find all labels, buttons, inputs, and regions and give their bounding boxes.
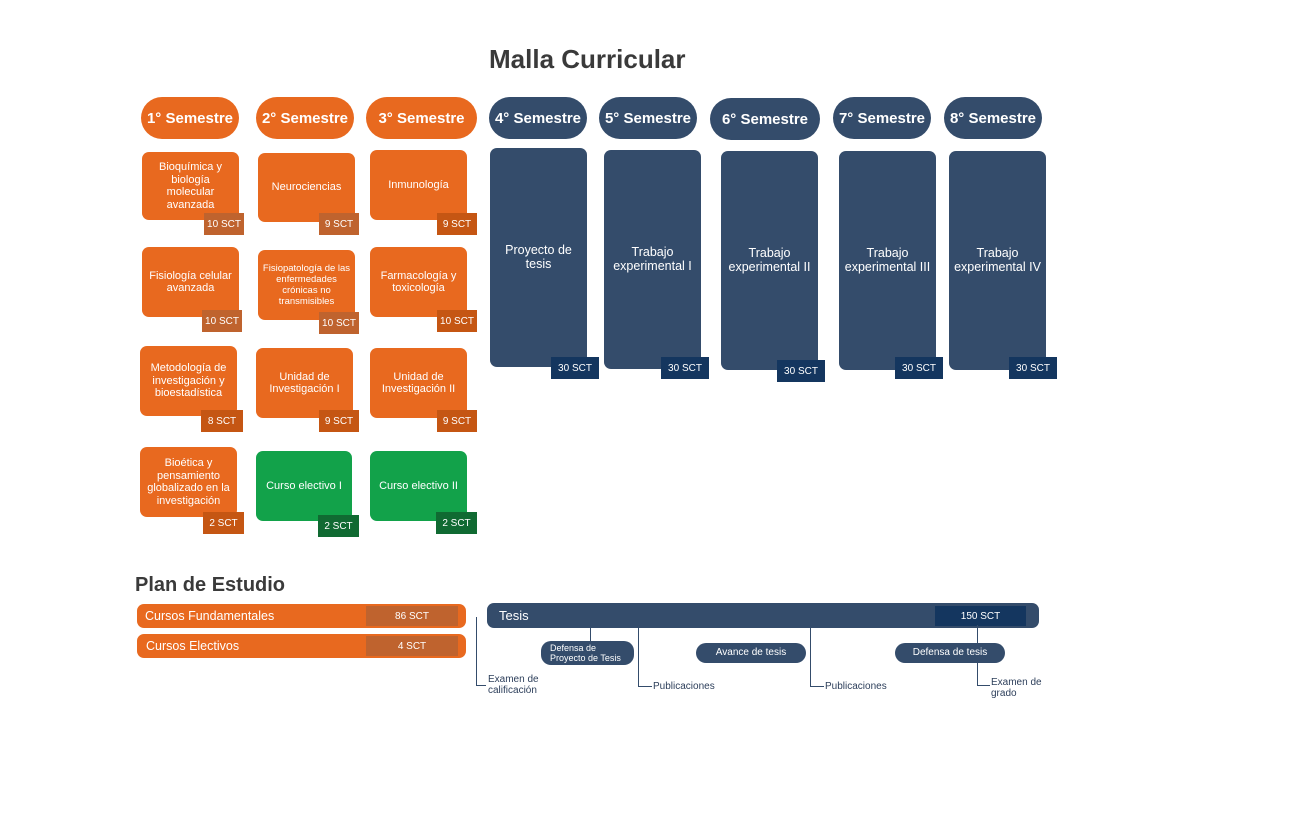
event-examen-calificacion: Examen de calificación bbox=[488, 674, 539, 696]
thesis-course-card: Trabajo experimental IV bbox=[949, 151, 1046, 370]
plan-title: Plan de Estudio bbox=[135, 574, 286, 596]
connector-line bbox=[810, 686, 824, 687]
semester-4-header: 4° Semestre bbox=[489, 97, 587, 139]
course-card: Metodología de investigación y bioestadí… bbox=[140, 346, 237, 416]
tesis-label: Tesis bbox=[499, 608, 529, 623]
semester-7-header: 7° Semestre bbox=[833, 97, 931, 139]
semester-3-header: 3° Semestre bbox=[366, 97, 477, 139]
connector-line bbox=[638, 686, 652, 687]
course-credits: 9 SCT bbox=[319, 213, 359, 235]
plan-row-credits: 86 SCT bbox=[366, 606, 458, 626]
course-card: Bioquímica y biología molecular avanzada bbox=[142, 152, 239, 220]
event-publicaciones: Publicaciones bbox=[653, 681, 715, 692]
elective-course-card: Curso electivo II bbox=[370, 451, 467, 521]
thesis-course-card: Trabajo experimental III bbox=[839, 151, 936, 370]
course-card: Neurociencias bbox=[258, 153, 355, 222]
course-credits: 10 SCT bbox=[204, 213, 244, 235]
course-credits: 30 SCT bbox=[661, 357, 709, 379]
semester-5-header: 5° Semestre bbox=[599, 97, 697, 139]
semester-2-header: 2° Semestre bbox=[256, 97, 354, 139]
milestone-defensa-proyecto: Defensa de Proyecto de Tesis bbox=[541, 641, 634, 665]
plan-row-label: Cursos Fundamentales bbox=[145, 609, 275, 623]
page-title: Malla Curricular bbox=[489, 44, 686, 74]
course-credits: 30 SCT bbox=[551, 357, 599, 379]
plan-row-credits: 4 SCT bbox=[366, 636, 458, 656]
course-credits: 9 SCT bbox=[437, 213, 477, 235]
course-credits: 2 SCT bbox=[203, 512, 244, 534]
connector-line bbox=[638, 616, 639, 686]
course-credits: 30 SCT bbox=[895, 357, 943, 379]
course-card: Unidad de Investigación II bbox=[370, 348, 467, 418]
event-publicaciones: Publicaciones bbox=[825, 681, 887, 692]
course-credits: 9 SCT bbox=[437, 410, 477, 432]
course-card: Unidad de Investigación I bbox=[256, 348, 353, 418]
course-card: Fisiopatología de las enfermedades cróni… bbox=[258, 250, 355, 320]
connector-line bbox=[476, 685, 486, 686]
semester-6-header: 6° Semestre bbox=[710, 98, 820, 140]
thesis-course-card: Trabajo experimental I bbox=[604, 150, 701, 369]
course-credits: 10 SCT bbox=[319, 312, 359, 334]
connector-line bbox=[590, 613, 591, 643]
connector-line bbox=[977, 685, 990, 686]
course-card: Bioética y pensamiento globalizado en la… bbox=[140, 447, 237, 517]
course-card: Fisiología celular avanzada bbox=[142, 247, 239, 317]
course-credits: 8 SCT bbox=[201, 410, 243, 432]
milestone-avance-tesis: Avance de tesis bbox=[696, 643, 806, 663]
course-card: Inmunología bbox=[370, 150, 467, 220]
course-card: Farmacología y toxicología bbox=[370, 247, 467, 317]
course-credits: 30 SCT bbox=[777, 360, 825, 382]
course-credits: 10 SCT bbox=[437, 310, 477, 332]
course-credits: 2 SCT bbox=[318, 515, 359, 537]
elective-course-card: Curso electivo I bbox=[256, 451, 352, 521]
plan-row-label: Cursos Electivos bbox=[146, 639, 240, 653]
course-credits: 2 SCT bbox=[436, 512, 477, 534]
course-credits: 9 SCT bbox=[319, 410, 359, 432]
thesis-course-card: Proyecto de tesis bbox=[490, 148, 587, 367]
semester-8-header: 8° Semestre bbox=[944, 97, 1042, 139]
milestone-defensa-tesis: Defensa de tesis bbox=[895, 643, 1005, 663]
course-credits: 10 SCT bbox=[202, 310, 242, 332]
semester-1-header: 1° Semestre bbox=[141, 97, 239, 139]
connector-line bbox=[810, 616, 811, 686]
tesis-credits: 150 SCT bbox=[935, 606, 1026, 626]
thesis-course-card: Trabajo experimental II bbox=[721, 151, 818, 370]
event-examen-grado: Examen de grado bbox=[991, 677, 1042, 699]
connector-line bbox=[476, 617, 477, 685]
course-credits: 30 SCT bbox=[1009, 357, 1057, 379]
